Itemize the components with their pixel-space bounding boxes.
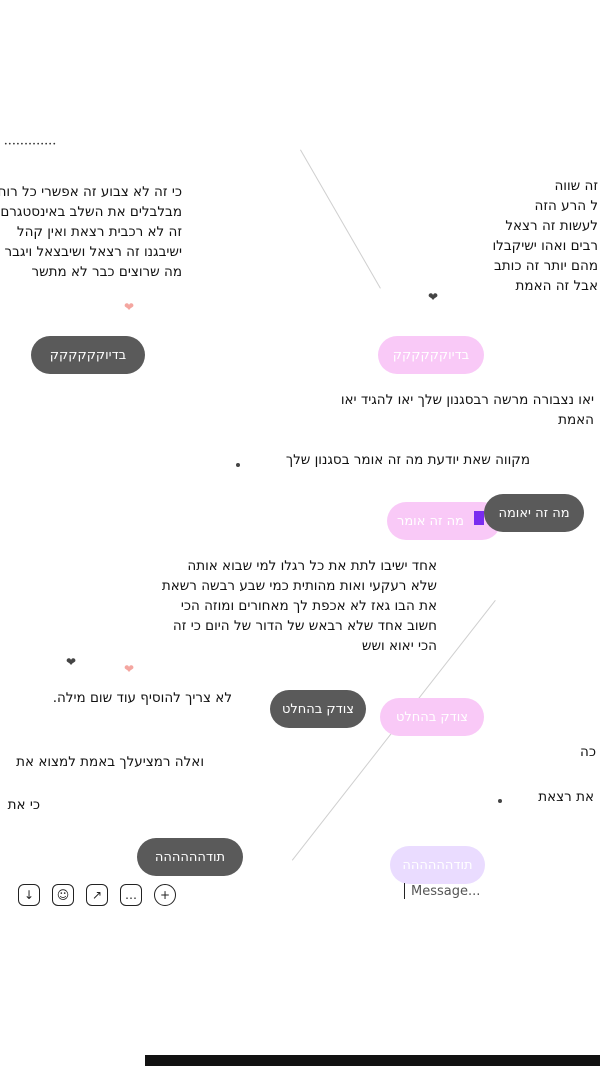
dot-mark xyxy=(236,463,240,467)
reply-bubble-pink[interactable]: צודק בהחלט xyxy=(380,698,484,736)
message-line: אבל זה האמת xyxy=(515,278,598,294)
message-line: מהם יותר זה כותב xyxy=(494,258,598,274)
sticker-icon[interactable]: ☺ xyxy=(52,884,74,906)
message-right-5: את רצאת xyxy=(538,789,594,805)
message-long: אחד ישיבו לתת את כל רגלו למי שבוא אותה ש… xyxy=(107,556,437,656)
message-input[interactable]: Message... xyxy=(404,879,544,903)
heart-icon: ❤ xyxy=(124,300,135,314)
message-line: הכי יאוא ושש xyxy=(361,638,437,654)
message-left-5: כי את xyxy=(7,797,40,813)
message-right-1: זה שווה ל הרע הזה לעשות זה רצאל רבים ואה… xyxy=(478,176,598,296)
message-line: רבים ואהו ישיקבלו xyxy=(492,238,598,254)
message-middle-2: מקווה שאת יודעת מה זה אומר בסגנון שלך xyxy=(285,452,530,468)
message-line: חשוב אחד שלא רבאש של הדור של היום כי זה xyxy=(172,618,437,634)
mic-icon[interactable]: ↓ xyxy=(18,884,40,906)
message-line: כי זה לא צבוע זה אפשרי כל רוח xyxy=(0,184,182,200)
bottom-bar xyxy=(145,1055,600,1066)
black-heart-icon: ❤ xyxy=(66,655,77,669)
chat-icon[interactable]: … xyxy=(120,884,142,906)
message-line: זה שווה xyxy=(554,178,598,194)
message-line: יאו נצבורה מרשה רבסגנון שלך יאו להגיד יא… xyxy=(340,392,594,408)
message-line: האמת xyxy=(558,412,594,428)
message-middle-1: יאו נצבורה מרשה רבסגנון שלך יאו להגיד יא… xyxy=(314,390,594,430)
reply-bubble-dark[interactable]: מה זה יאומה xyxy=(484,494,584,532)
reply-bubble-dark[interactable]: בדיוקקקקקק xyxy=(31,336,145,374)
image-icon[interactable]: ↗ xyxy=(86,884,108,906)
plus-icon[interactable]: + xyxy=(154,884,176,906)
message-line: לעשות זה רצאל xyxy=(505,218,598,234)
message-right-short: כה xyxy=(580,744,596,760)
accent-corner xyxy=(474,511,484,525)
message-line: את הבו גאז לא אכפת לך מאחורים ומוזה הכי xyxy=(180,598,437,614)
message-input-placeholder: Message... xyxy=(411,883,481,899)
message-line: זה לא רכבית רצאת ואין קהל xyxy=(16,224,182,240)
message-left-4: ואלה רמציעלך באמת למצוא את xyxy=(16,754,204,770)
reply-bubble-pink[interactable]: בדיוקקקקקק xyxy=(378,336,484,374)
tiny-caption: ••••••••••••• xyxy=(4,141,57,148)
message-line: ל הרע הזה xyxy=(534,198,598,214)
dot-mark xyxy=(498,799,502,803)
reply-bubble-lavender[interactable]: תודהההההה xyxy=(390,846,485,884)
reply-bubble-dark[interactable]: צודק בהחלט xyxy=(270,690,366,728)
black-heart-icon: ❤ xyxy=(428,290,439,304)
message-left-1: כי זה לא צבוע זה אפשרי כל רוח מבלבלים את… xyxy=(0,182,183,282)
composer-toolbar: ↓ ☺ ↗ … + xyxy=(18,884,176,906)
message-line: מה שרוצים כבר לא מתשר xyxy=(31,264,183,280)
message-line: אחד ישיבו לתת את כל רגלו למי שבוא אותה xyxy=(187,558,437,574)
text-caret xyxy=(404,883,405,899)
message-line: מבלבלים את השלב באינסטגרם xyxy=(0,204,182,220)
heart-icon: ❤ xyxy=(124,662,135,676)
divider-line xyxy=(300,149,381,289)
message-line: ישיבגנו זה רצאל ושיבצאל ויגבר xyxy=(4,244,183,260)
reply-bubble-dark[interactable]: תודהההההה xyxy=(137,838,243,876)
message-line: שלא רעקעי ואות מהותית כמי שבע רבשה רשאת xyxy=(161,578,437,594)
message-no-more: לא צריך להוסיף עוד שום מילה. xyxy=(52,690,232,706)
